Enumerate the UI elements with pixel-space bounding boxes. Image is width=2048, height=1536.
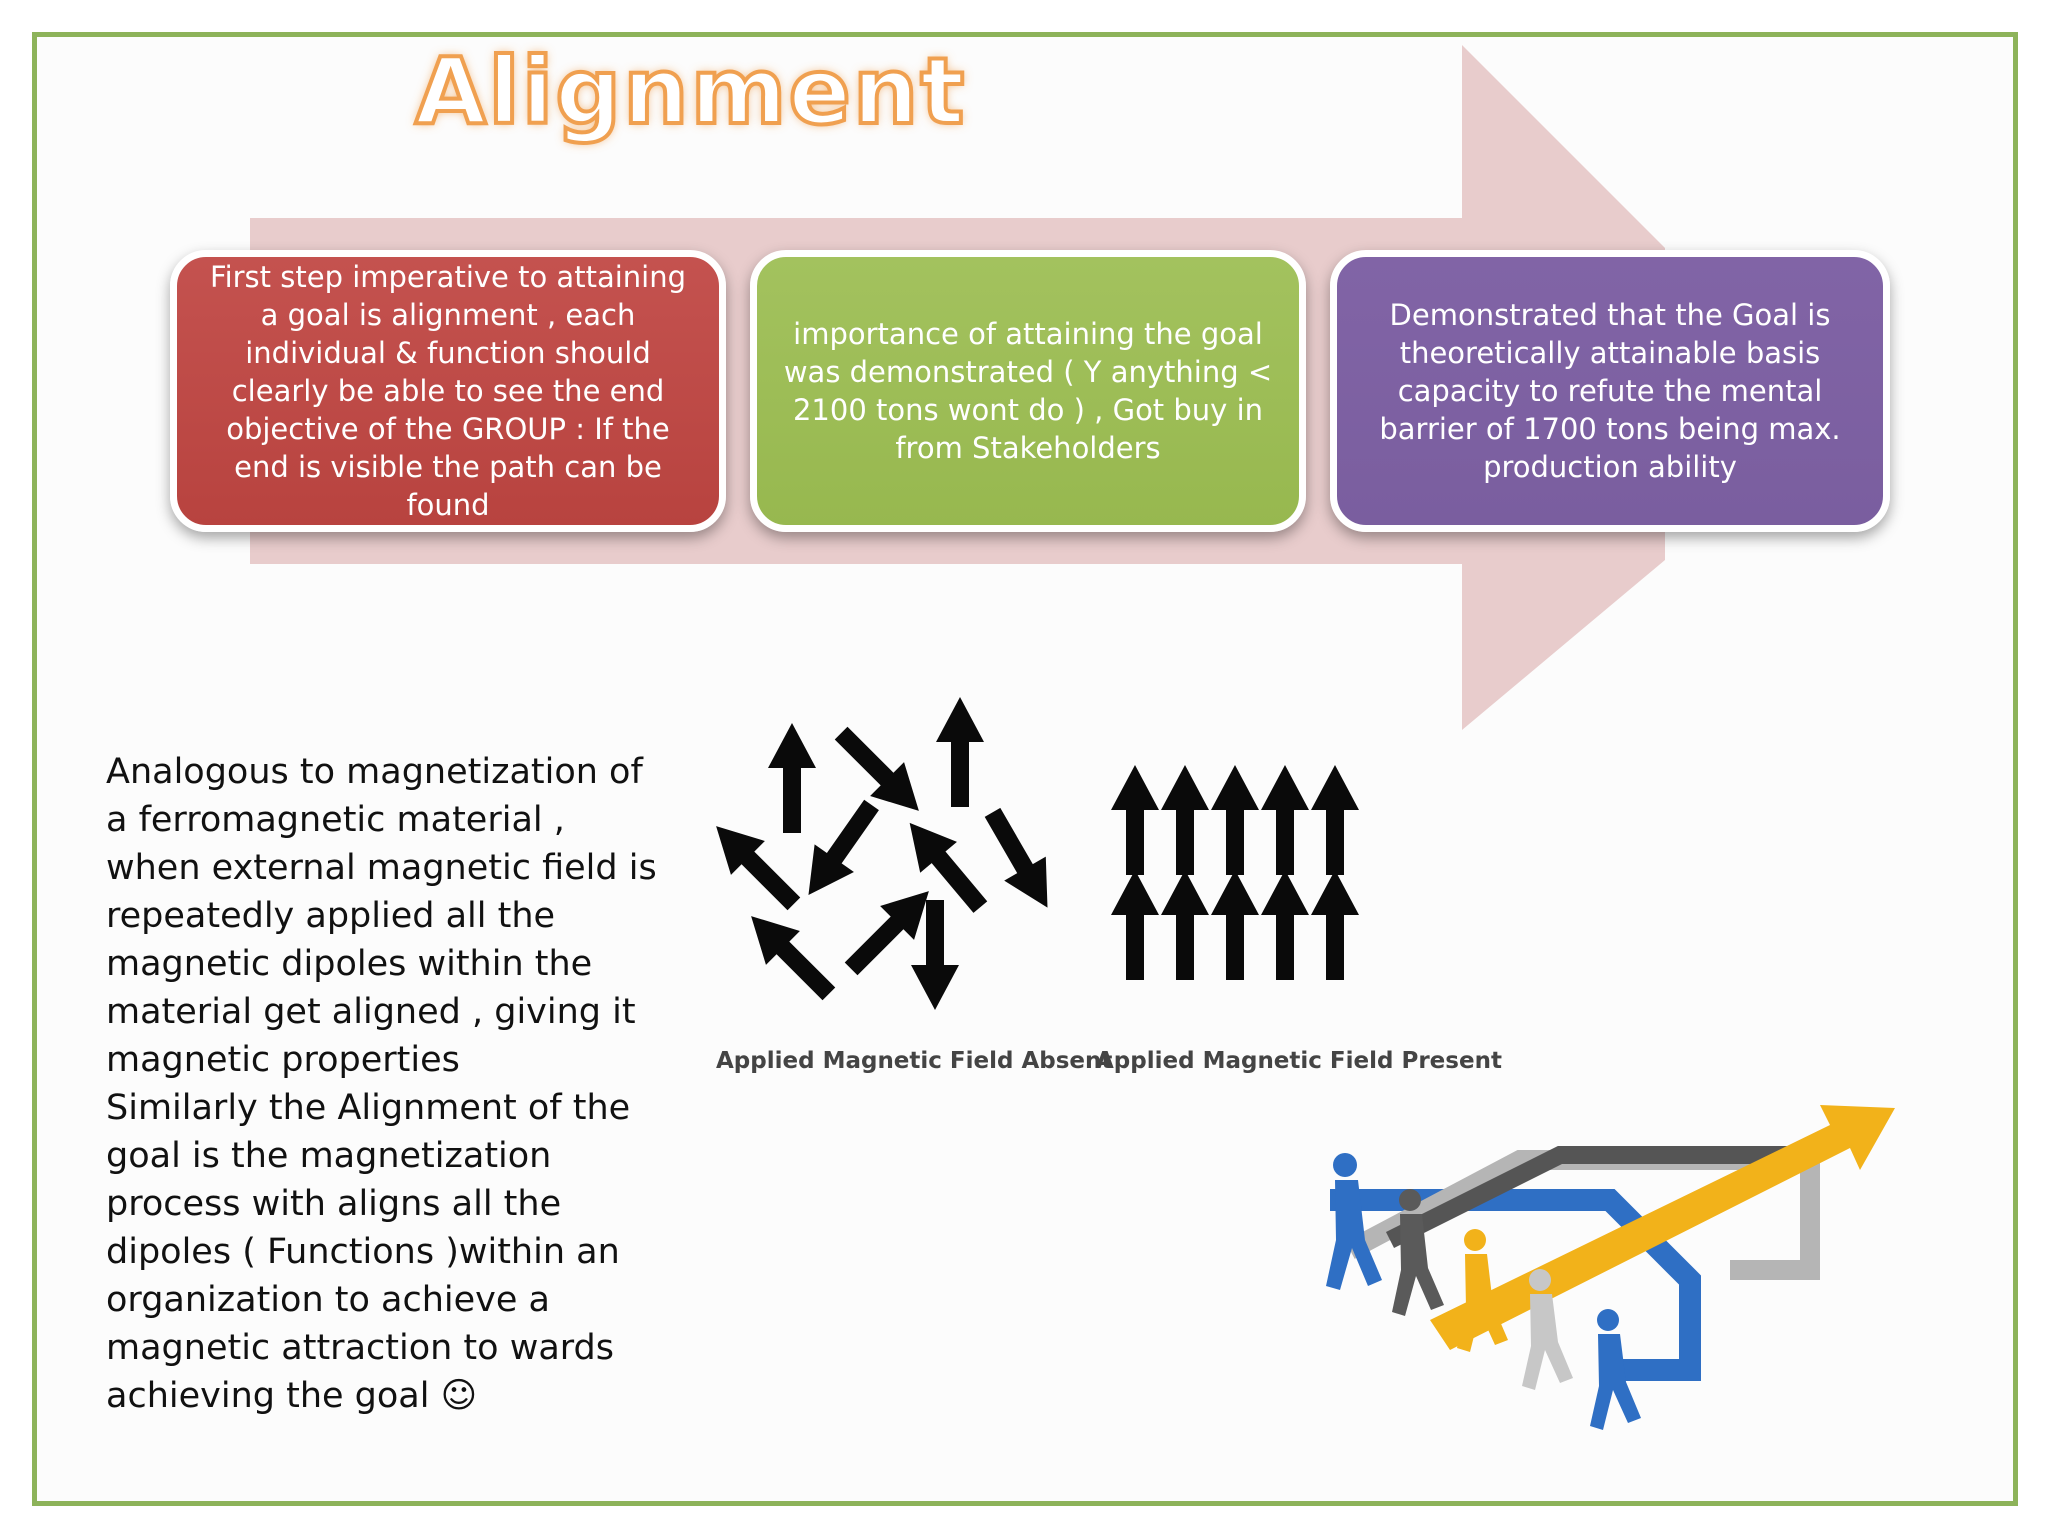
- slide-title: Alignment: [413, 36, 967, 147]
- caption-field-absent: Applied Magnetic Field Absent: [716, 1048, 1113, 1074]
- analogy-paragraph: Analogous to magnetization of a ferromag…: [106, 752, 657, 1080]
- caption-field-present: Applied Magnetic Field Present: [1096, 1048, 1502, 1074]
- step-card-text: First step imperative to attaining a goa…: [210, 260, 686, 522]
- aligned-dipoles-icon: [1111, 765, 1359, 980]
- team-climbing-illustration-icon: [1326, 1105, 1895, 1430]
- step-card-importance: importance of attaining the goal was dem…: [750, 250, 1306, 532]
- step-card-alignment: First step imperative to attaining a goa…: [170, 250, 726, 532]
- step-card-text: importance of attaining the goal was dem…: [783, 317, 1273, 465]
- step-card-attainable: Demonstrated that the Goal is theoretica…: [1330, 250, 1890, 532]
- step-card-text: Demonstrated that the Goal is theoretica…: [1379, 298, 1841, 484]
- analogy-text: Analogous to magnetization of a ferromag…: [106, 748, 666, 1420]
- random-dipoles-icon: [699, 697, 1069, 1011]
- magnetic-dipoles-figure: [699, 697, 1359, 1011]
- analogy-paragraph: Similarly the Alignment of the goal is t…: [106, 1088, 631, 1416]
